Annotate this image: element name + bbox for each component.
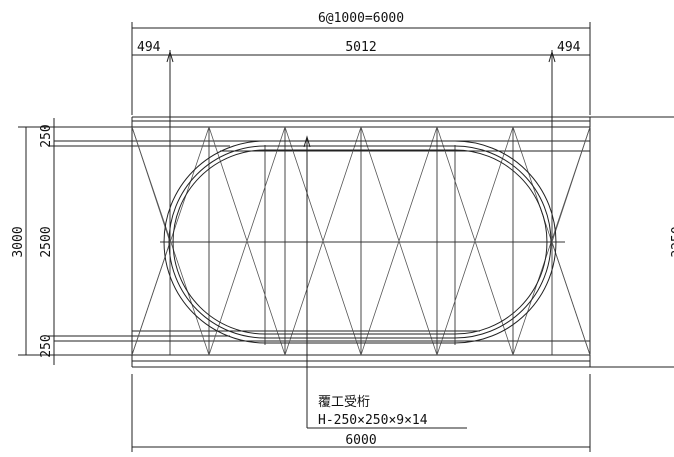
- top-dimension-group: 6@1000=6000 494 5012 494: [131, 11, 591, 240]
- left-total-label: 3000: [11, 226, 26, 257]
- top-right-label: 494: [557, 40, 581, 55]
- top-total-label: 6@1000=6000: [318, 11, 404, 26]
- diagonal-braces: [131, 126, 591, 356]
- left-dimension-group: 3000 250 2500 250: [11, 118, 230, 365]
- right-dimension-group: 3250: [590, 116, 674, 368]
- left-top-label: 250: [39, 124, 54, 147]
- obround-opening: [163, 140, 557, 344]
- left-mid-label: 2500: [39, 226, 54, 257]
- top-left-label: 494: [137, 40, 161, 55]
- right-partial-label: 3250: [670, 226, 674, 257]
- callout-spec: H-250×250×9×14: [318, 413, 428, 428]
- bottom-total-label: 6000: [345, 433, 376, 448]
- deck-frame: [54, 116, 591, 368]
- callout-title: 覆工受桁: [318, 395, 370, 410]
- beam-callout: 覆工受桁 H-250×250×9×14: [303, 135, 467, 429]
- bracing-group: [131, 126, 591, 356]
- left-bottom-label: 250: [39, 334, 54, 357]
- bottom-dimension-group: 6000: [131, 374, 591, 452]
- vertical-posts: [169, 127, 553, 355]
- top-mid-label: 5012: [345, 40, 376, 55]
